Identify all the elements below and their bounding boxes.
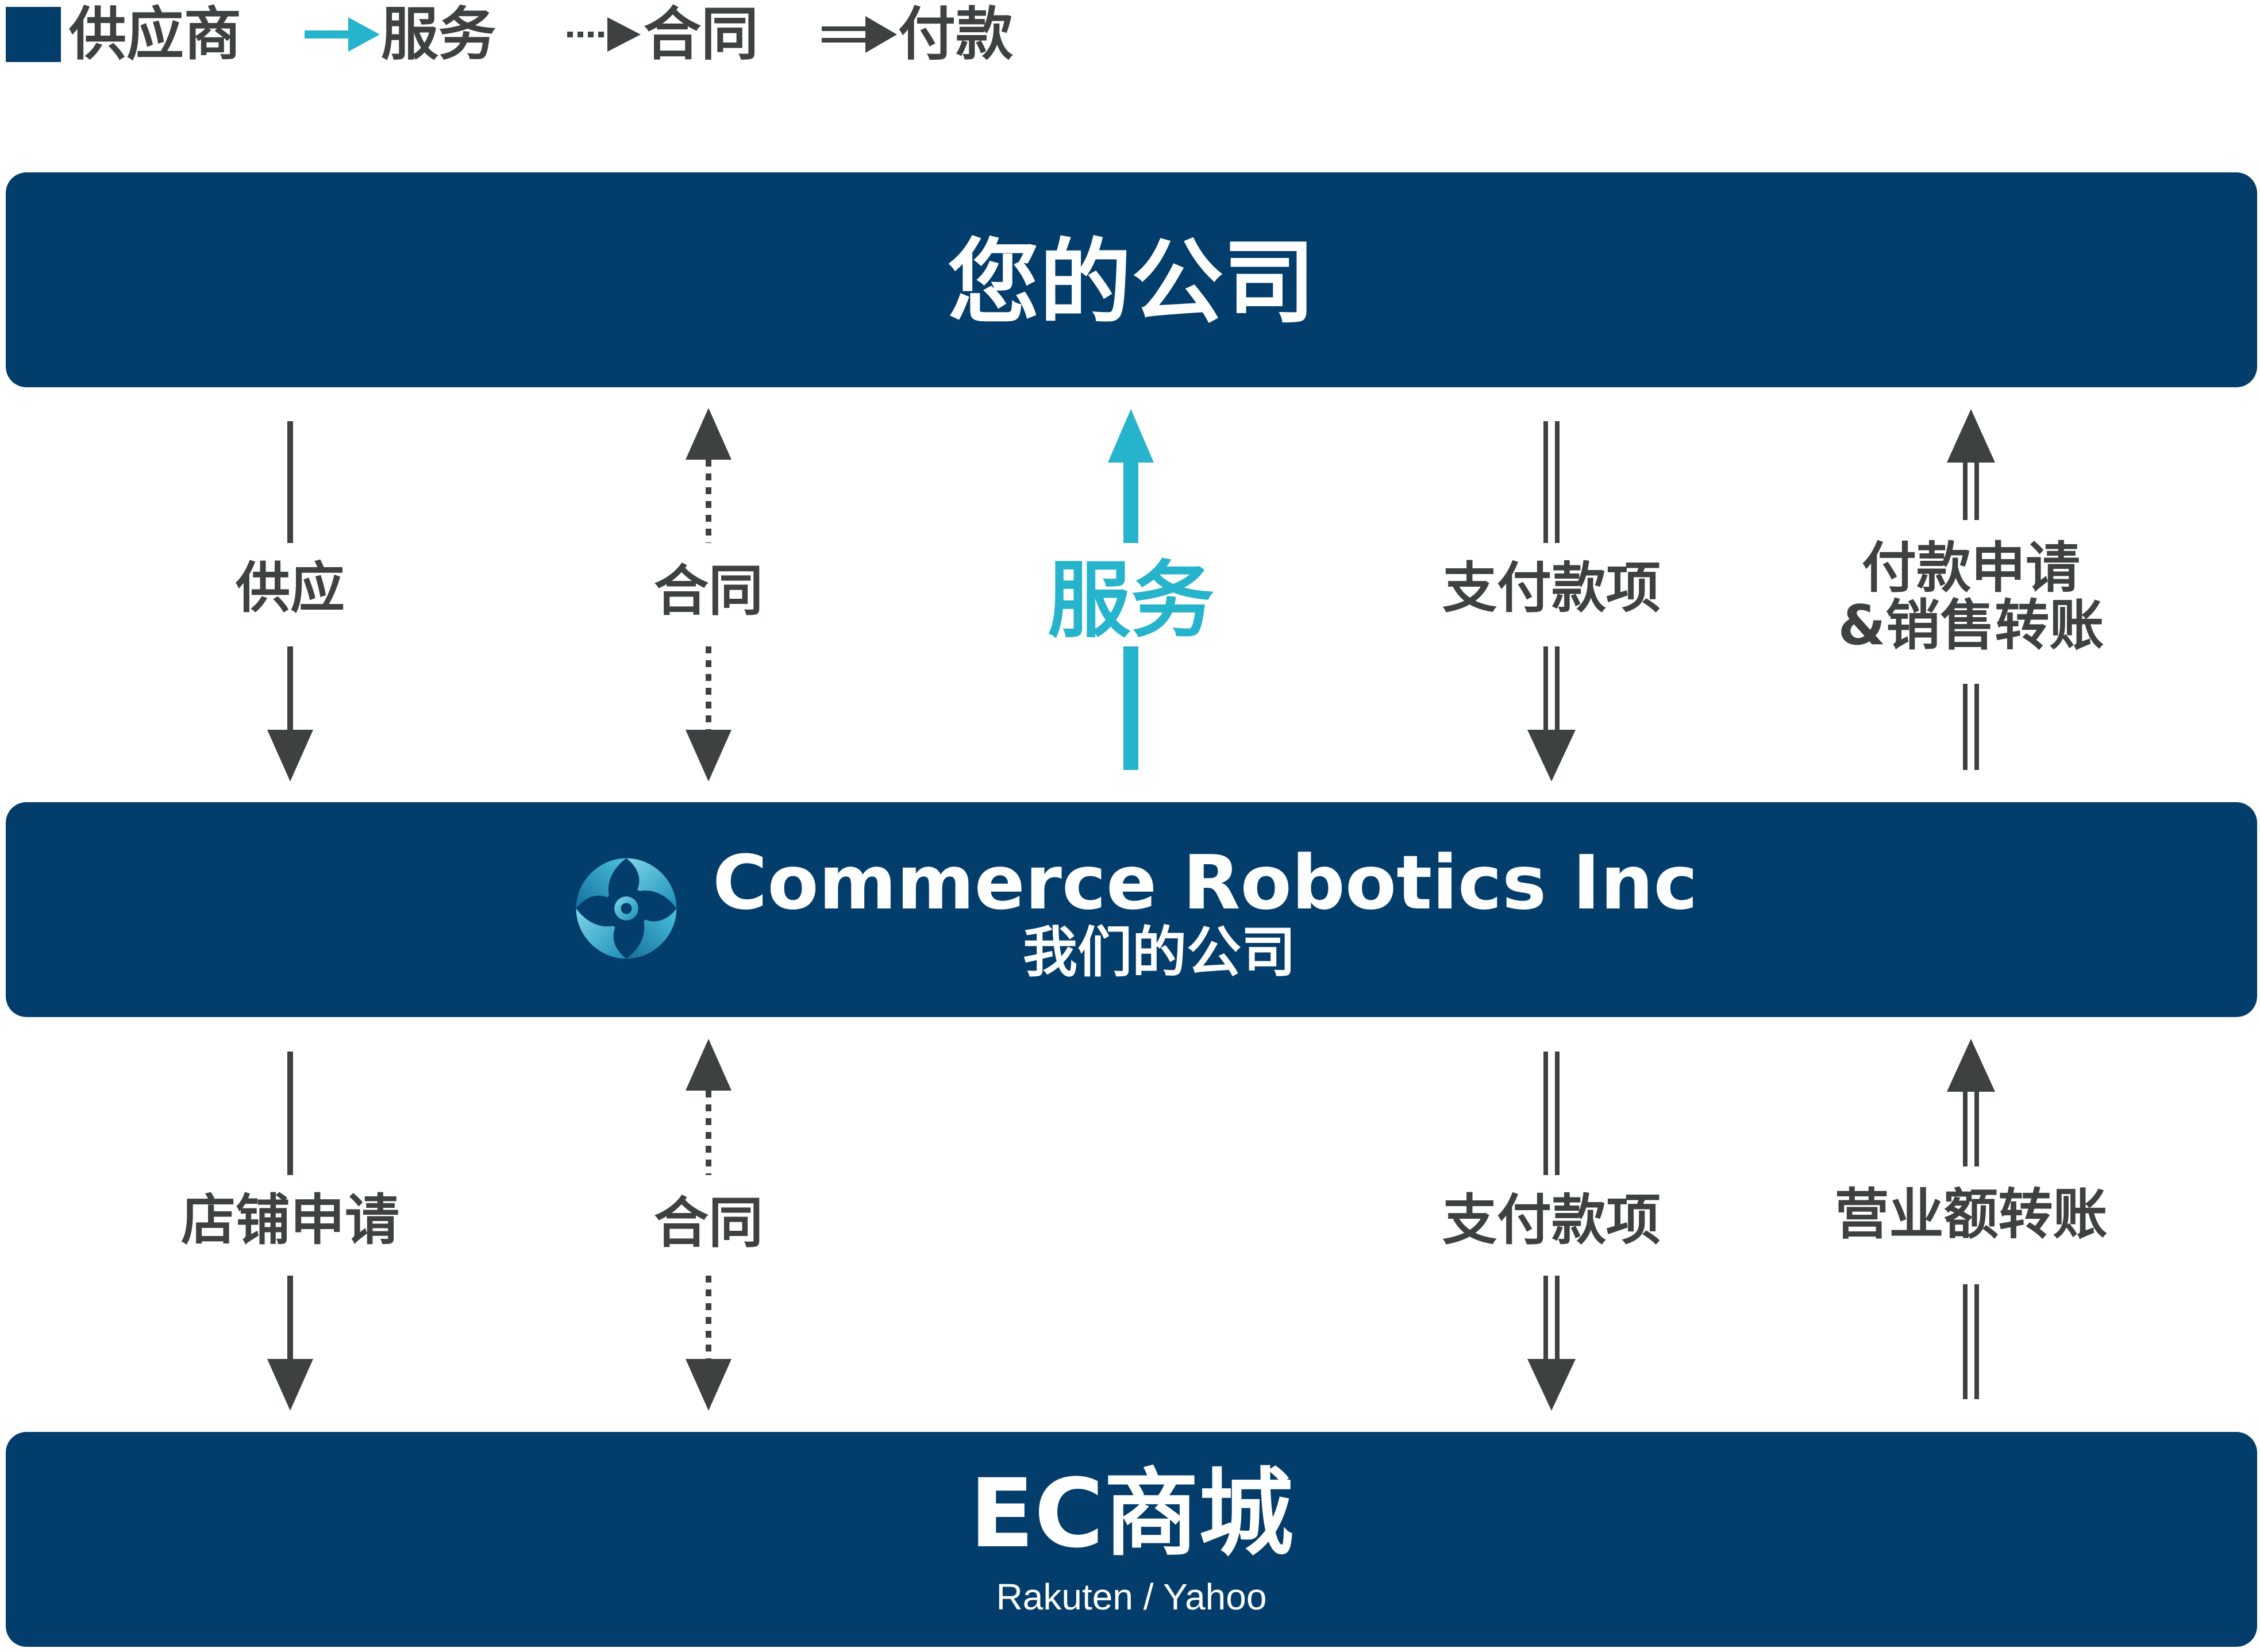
lower-contract-label: 合同 xyxy=(653,1192,763,1255)
commerce-robotics-band: Commerce Robotics Inc 我们的公司 xyxy=(6,802,2257,1017)
your-company-band: 您的公司 xyxy=(6,172,2257,387)
store-application-arrow-icon xyxy=(267,1052,313,1411)
legend: 供应商 服务 合同 付款 xyxy=(0,0,1149,69)
legend-item-payment: 付款 xyxy=(821,0,1013,69)
commerce-robotics-name: Commerce Robotics Inc xyxy=(713,839,1698,926)
payment-request-line1: 付款申请 xyxy=(1861,537,2080,600)
payment-arrow-icon xyxy=(822,16,897,53)
payment-request-arrow-icon xyxy=(1947,409,1995,770)
legend-item-supplier: 供应商 xyxy=(6,0,241,69)
legend-contract-label: 合同 xyxy=(644,1,759,68)
lower-contract-arrow-icon xyxy=(686,1039,731,1411)
legend-item-contract: 合同 xyxy=(566,0,759,69)
lower-payment-label: 支付款项 xyxy=(1442,1189,1661,1252)
supply-arrow-icon xyxy=(267,421,313,781)
upper-payment-label: 支付款项 xyxy=(1442,557,1661,620)
upper-contract-arrow-icon xyxy=(686,408,731,781)
payment-request-label: 付款申请 &销售转账 xyxy=(1810,540,2132,655)
legend-service-label: 服务 xyxy=(381,1,496,68)
our-company-subtitle: 我们的公司 xyxy=(1023,921,1296,984)
upper-contract-label: 合同 xyxy=(653,560,763,623)
service-arrow-icon xyxy=(305,17,380,52)
supply-label: 供应 xyxy=(235,557,345,620)
lower-payment-arrow-icon xyxy=(1527,1052,1576,1411)
legend-supplier-label: 供应商 xyxy=(69,1,241,68)
service-up-arrow-icon xyxy=(1108,409,1154,770)
ec-mall-subtitle: Rakuten / Yahoo xyxy=(996,1576,1267,1618)
supplier-swatch-icon xyxy=(6,7,61,62)
commerce-robotics-logo-icon xyxy=(576,858,677,959)
legend-item-service: 服务 xyxy=(303,0,496,69)
your-company-title: 您的公司 xyxy=(947,229,1315,336)
store-application-label: 店铺申请 xyxy=(180,1189,399,1252)
service-label: 服务 xyxy=(1048,552,1214,649)
revenue-transfer-label: 营业额转账 xyxy=(1834,1183,2108,1246)
ec-mall-band: EC商城 Rakuten / Yahoo xyxy=(6,1432,2257,1647)
payment-request-line2: &销售转账 xyxy=(1838,594,2104,657)
revenue-transfer-arrow-icon xyxy=(1947,1039,1995,1399)
upper-payment-arrow-icon xyxy=(1527,421,1576,781)
ec-mall-title: EC商城 xyxy=(969,1458,1293,1569)
contract-arrow-icon xyxy=(567,17,641,52)
legend-payment-label: 付款 xyxy=(898,1,1013,68)
